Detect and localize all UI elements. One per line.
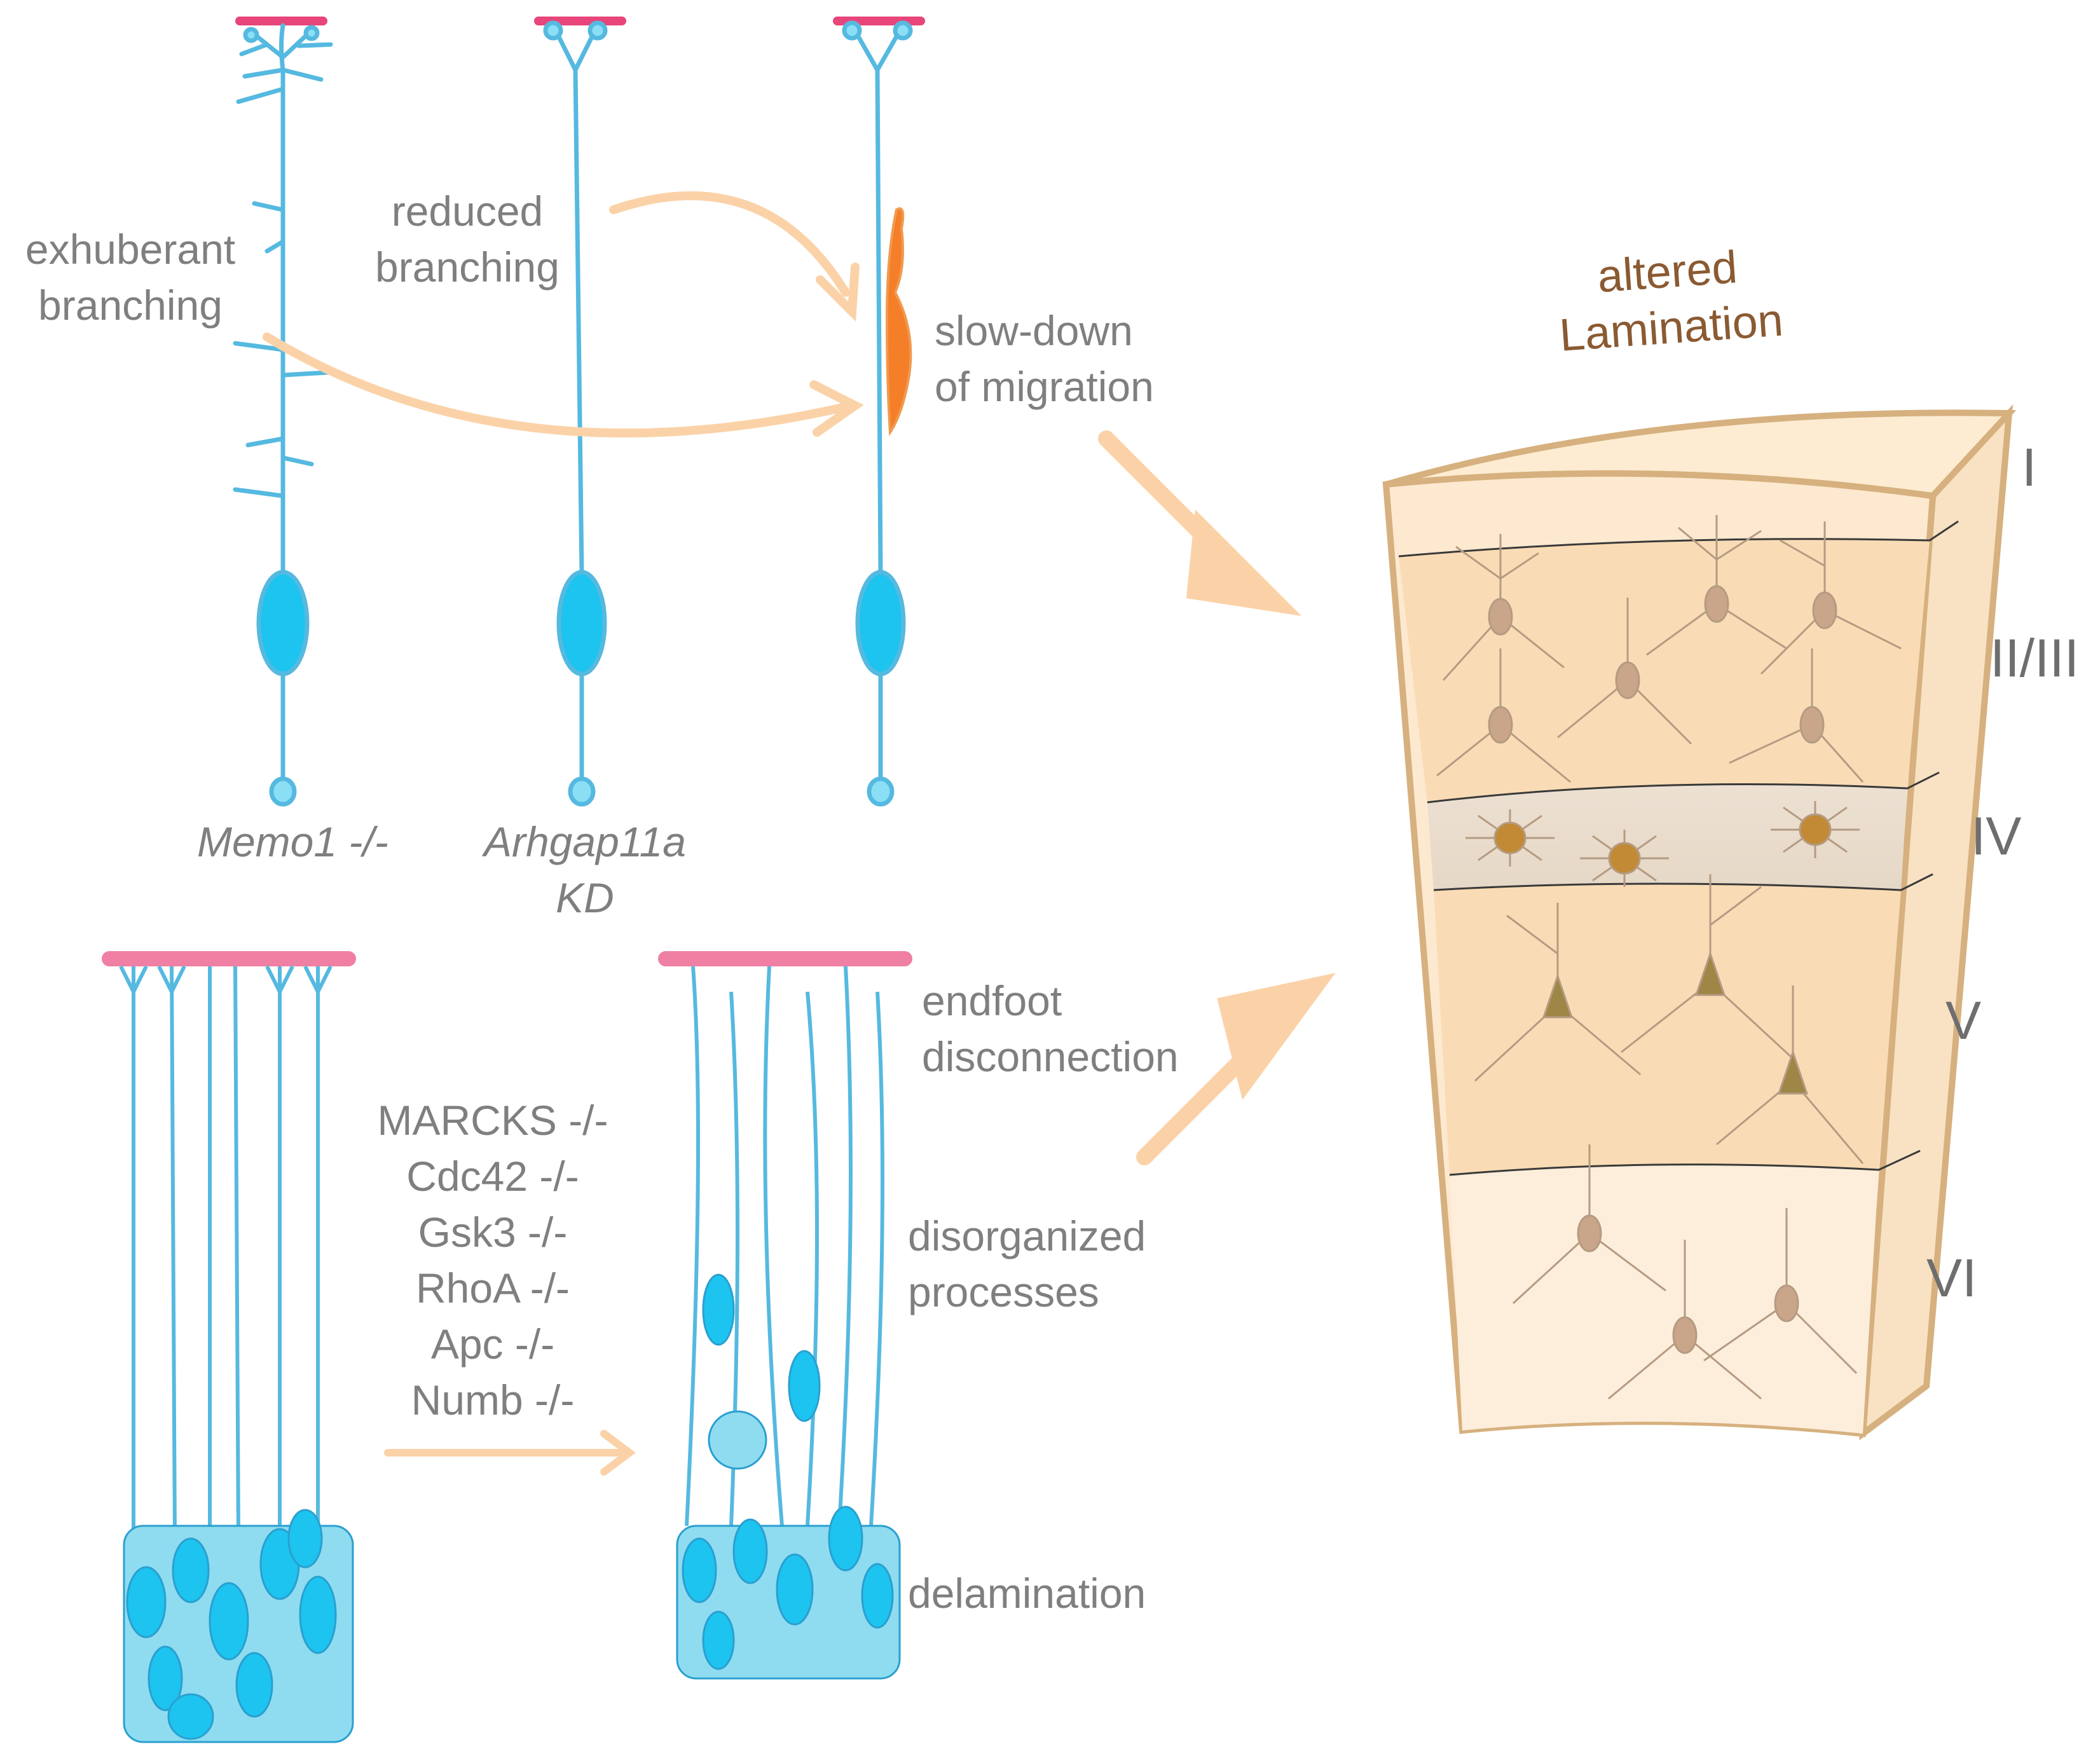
radial-glia-arhgap11a xyxy=(543,20,608,807)
arrow-to-cortex-bottom xyxy=(1136,973,1336,1165)
gene-label: Numb -/- xyxy=(411,1376,575,1423)
label-altered-lamination: altered Lamination xyxy=(1520,234,1819,366)
layer-label-V: V xyxy=(1946,991,1982,1050)
disorganized-ventricular-zone xyxy=(658,951,912,1680)
label-line: exhuberant xyxy=(25,226,236,273)
label-line: of migration xyxy=(935,363,1154,410)
radial-glia-migration xyxy=(842,20,913,807)
layer-V-band xyxy=(1434,884,1901,1175)
cortical-neurons xyxy=(1436,515,1902,1400)
layer-label-VI: VI xyxy=(1926,1248,1977,1308)
migrating-neuron xyxy=(885,207,912,437)
radial-glia-memo1 xyxy=(233,23,340,807)
label-line: processes xyxy=(908,1268,1099,1315)
layer-VI-band xyxy=(1450,1164,1879,1434)
label-line: branching xyxy=(38,282,223,329)
pia-surface xyxy=(235,17,327,25)
label-line: reduced xyxy=(391,188,544,235)
gene-label: RhoA -/- xyxy=(415,1265,570,1312)
gene-list: MARCKS -/- Cdc42 -/- Gsk3 -/- RhoA -/- A… xyxy=(356,1092,629,1428)
label-line: branching xyxy=(375,244,559,291)
arrow-to-cortex-top xyxy=(1098,430,1302,616)
radial-glia-top-group xyxy=(235,17,925,25)
gene-label: Gsk3 -/- xyxy=(418,1209,568,1256)
label-line: Arhgap11a xyxy=(483,818,687,865)
layer-II-III-band xyxy=(1399,539,1930,802)
label-reduced-branching: reduced branching xyxy=(362,183,572,295)
layer-label-IV: IV xyxy=(1971,806,2022,866)
label-line: disconnection xyxy=(922,1033,1179,1080)
label-slow-down-migration: slow-down of migration xyxy=(935,303,1154,415)
cortex-block xyxy=(1382,404,2017,1441)
label-disorganized-processes: disorganized processes xyxy=(908,1208,1146,1320)
gene-label: Cdc42 -/- xyxy=(406,1153,579,1200)
normal-ventricular-zone xyxy=(102,951,356,1743)
label-delamination: delamination xyxy=(908,1570,1146,1617)
layer-label-I: I xyxy=(2022,437,2037,497)
arrow-mutation xyxy=(384,1430,636,1476)
layer-label-II-III: II/III xyxy=(1990,628,2080,688)
arrow-reduced-to-slowdown xyxy=(609,191,860,322)
arrow-exhuberant-to-slowdown xyxy=(263,333,864,438)
label-line: slow-down xyxy=(935,307,1133,354)
label-line: endfoot xyxy=(922,977,1062,1024)
gene-label: Apc -/- xyxy=(430,1321,555,1368)
label-line: KD xyxy=(556,874,614,921)
label-arhgap11a: Arhgap11a KD xyxy=(470,814,699,926)
label-line: disorganized xyxy=(908,1212,1146,1259)
label-memo1: Memo1 -/- xyxy=(197,818,388,865)
label-endfoot-disconnection: endfoot disconnection xyxy=(922,973,1179,1085)
label-exhuberant-branching: exhuberant branching xyxy=(6,221,254,333)
gene-label: MARCKS -/- xyxy=(377,1097,608,1144)
